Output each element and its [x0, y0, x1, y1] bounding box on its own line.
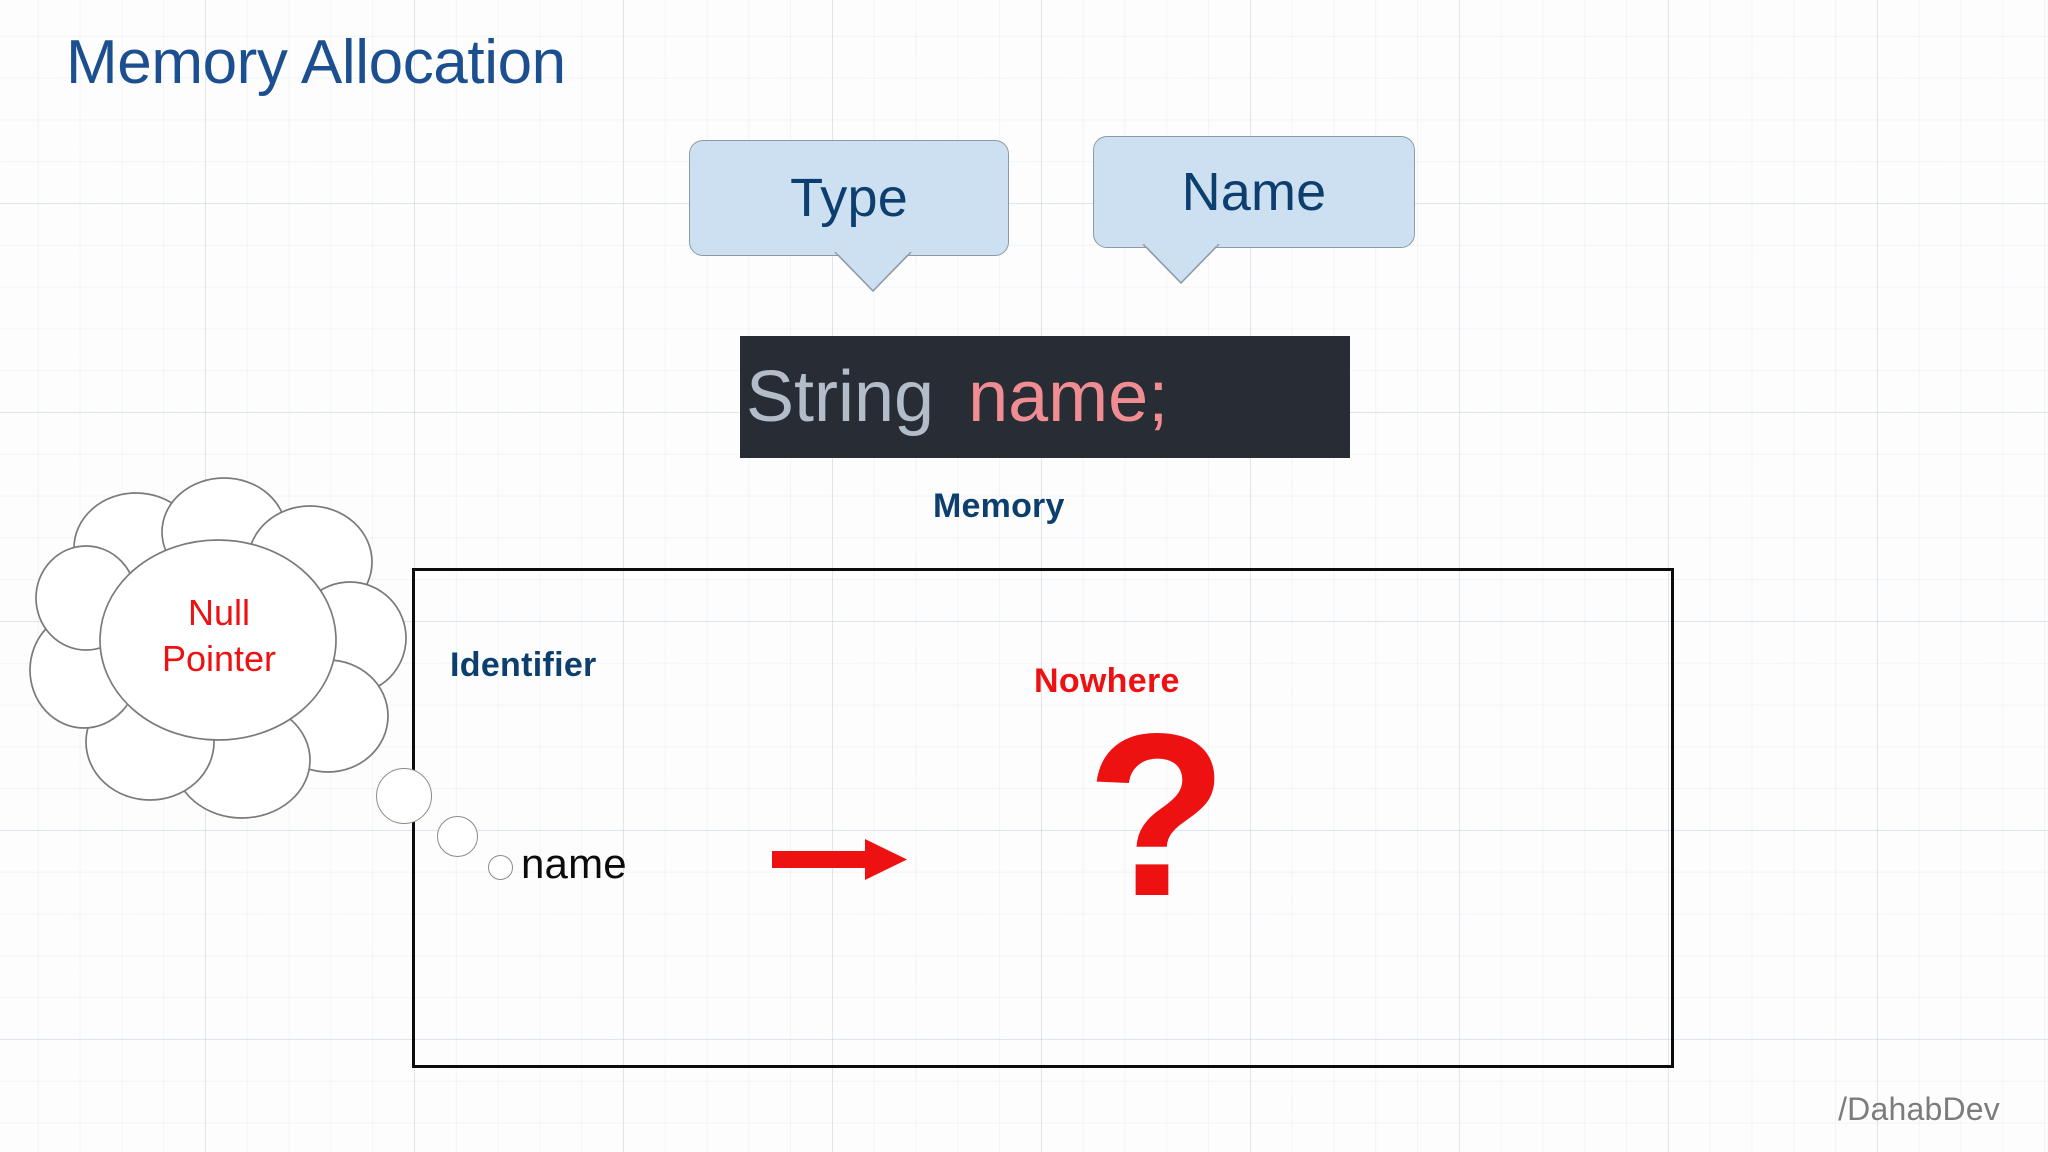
- thought-trail-bubble-medium: [437, 816, 478, 857]
- memory-label: Memory: [933, 487, 1065, 525]
- callout-type-tail: [834, 250, 912, 293]
- null-pointer-line-1: Null: [187, 592, 250, 633]
- null-pointer-line-2: Pointer: [161, 637, 277, 679]
- code-token-semicolon: ;: [1148, 357, 1169, 437]
- thought-trail-bubble-small: [488, 855, 513, 880]
- callout-name-tail: [1142, 242, 1220, 285]
- callout-name: Name: [1093, 136, 1415, 285]
- question-mark-symbol: ?: [1086, 686, 1228, 945]
- callout-name-label: Name: [1181, 162, 1327, 222]
- identifier-column-header: Identifier: [450, 646, 597, 684]
- nowhere-value-header: Nowhere: [1034, 662, 1180, 700]
- code-token-name: name: [968, 357, 1149, 437]
- thought-cloud-shape: [28, 470, 408, 840]
- memory-entry-name: name: [521, 840, 627, 887]
- code-token-type: String: [746, 357, 935, 437]
- null-pointer-text: Null Pointer: [130, 590, 308, 681]
- right-arrow-icon: [772, 838, 907, 882]
- watermark: /DahabDev: [1838, 1091, 2000, 1127]
- thought-trail-bubble-large: [376, 768, 432, 824]
- memory-box: [412, 568, 1674, 1068]
- page-title: Memory Allocation: [66, 28, 566, 97]
- callout-type-label: Type: [790, 168, 908, 228]
- code-block: String name ;: [740, 336, 1350, 458]
- callout-type: Type: [689, 140, 1009, 293]
